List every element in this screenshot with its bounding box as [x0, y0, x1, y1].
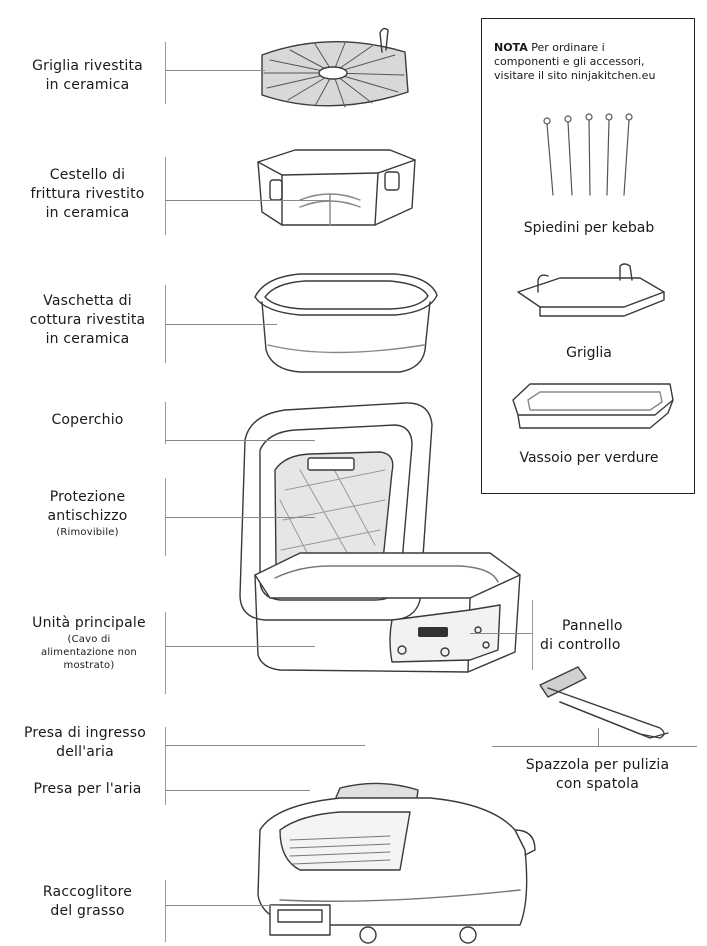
label-coperchio: Coperchio	[20, 411, 155, 430]
label-protezione: Protezione antischizzo (Rimovibile)	[20, 488, 155, 539]
separator-bar-1	[165, 42, 166, 104]
leader-line-unita	[165, 646, 315, 647]
label-presa-ingresso: Presa di ingresso dell'aria	[10, 724, 160, 762]
leader-line-raccoglitore	[165, 905, 280, 906]
separator-bar-6	[165, 612, 166, 694]
leader-line-presa-ingresso	[165, 745, 365, 746]
separator-bar-4	[165, 402, 166, 444]
leader-line-cestello	[165, 200, 330, 201]
cooking-pot-drawing	[255, 274, 437, 372]
label-pannello: Pannello di controllo	[540, 617, 680, 655]
label-unita-principale: Unità principale (Cavo di alimentazione …	[20, 614, 158, 672]
note-text: NOTA Per ordinare i componenti e gli acc…	[494, 41, 688, 83]
leader-line-protezione	[165, 517, 315, 518]
fry-basket-drawing	[258, 150, 415, 225]
label-raccoglitore: Raccoglitore del grasso	[20, 883, 155, 921]
leader-line-pannello	[470, 633, 532, 634]
main-unit-drawing	[240, 403, 520, 672]
grill-plate-drawing	[262, 29, 408, 107]
cleaning-brush-drawing	[540, 667, 668, 738]
label-griglia-accessorio: Griglia	[482, 345, 696, 361]
separator-bar-8	[165, 880, 166, 942]
separator-bar-2	[165, 157, 166, 235]
label-vaschetta: Vaschetta di cottura rivestita in cerami…	[20, 292, 155, 349]
leader-line-griglia	[165, 70, 265, 71]
leader-line-spazzola-v	[598, 728, 599, 746]
label-spiedini: Spiedini per kebab	[482, 220, 696, 236]
unit-rear-drawing	[258, 783, 535, 943]
leader-line-vaschetta	[165, 324, 277, 325]
label-spazzola: Spazzola per pulizia con spatola	[500, 756, 695, 794]
label-griglia-rivestita: Griglia rivestita in ceramica	[20, 57, 155, 95]
label-presa-aria: Presa per l'aria	[15, 780, 160, 799]
note-title: NOTA	[494, 41, 528, 54]
leader-line-presa-aria	[165, 790, 310, 791]
leader-line-coperchio	[165, 440, 315, 441]
label-vassoio: Vassoio per verdure	[482, 450, 696, 466]
separator-bar-7	[165, 727, 166, 805]
leader-line-spazzola-h	[492, 746, 697, 747]
label-cestello: Cestello di frittura rivestito in cerami…	[20, 166, 155, 223]
separator-bar-9	[532, 600, 533, 670]
accessories-note-box: NOTA Per ordinare i componenti e gli acc…	[481, 18, 695, 494]
